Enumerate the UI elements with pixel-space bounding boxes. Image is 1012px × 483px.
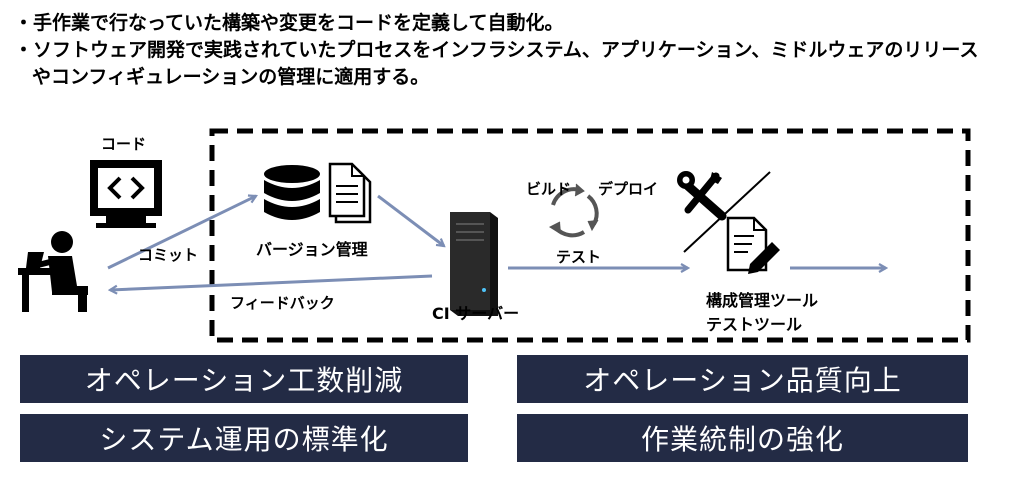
document-edit-icon [726, 216, 780, 274]
benefit-improve-quality: オペレーション品質向上 [517, 355, 968, 403]
deploy-label: デプロイ [598, 180, 659, 198]
cycle-arrows-icon [548, 183, 599, 238]
benefit-reduce-effort: オペレーション工数削減 [20, 355, 468, 403]
bullet-process-continued: やコンフィギュレーションの管理に適用する。 [32, 66, 430, 88]
test-tool-label: テストツール [706, 315, 803, 334]
version-control-label: バージョン管理 [256, 240, 368, 259]
build-label: ビルド [526, 180, 572, 198]
database-icon [264, 165, 320, 220]
commit-arrow [107, 196, 256, 270]
benefit-standardize: システム運用の標準化 [20, 414, 468, 462]
separator-line [683, 171, 771, 253]
benefit-strengthen-control: 作業統制の強化 [517, 414, 968, 462]
ci-boundary [209, 128, 971, 343]
test-label: テスト [556, 248, 602, 266]
ci-server-label: CI サーバー [432, 304, 520, 323]
server-icon [450, 212, 498, 316]
commit-label: コミット [138, 246, 199, 264]
tools-icon [677, 171, 727, 221]
documents-icon [328, 162, 372, 224]
config-tool-label: 構成管理ツール [706, 291, 819, 310]
code-monitor-icon [90, 160, 162, 228]
feedback-arrow [110, 274, 433, 290]
feedback-label: フィードバック [230, 294, 335, 312]
vcs-to-ci-arrow [377, 194, 444, 246]
bullet-automation: ・手作業で行なっていた構築や変更をコードを定義して自動化。 [14, 12, 564, 34]
bullet-list: ・手作業で行なっていた構築や変更をコードを定義して自動化。 ・ソフトウェア開発で… [14, 10, 978, 91]
person-at-desk-icon [18, 231, 88, 312]
bullet-process: ・ソフトウェア開発で実践されていたプロセスをインフラシステム、アプリケーション、… [14, 39, 979, 61]
code-label: コード [101, 135, 147, 153]
